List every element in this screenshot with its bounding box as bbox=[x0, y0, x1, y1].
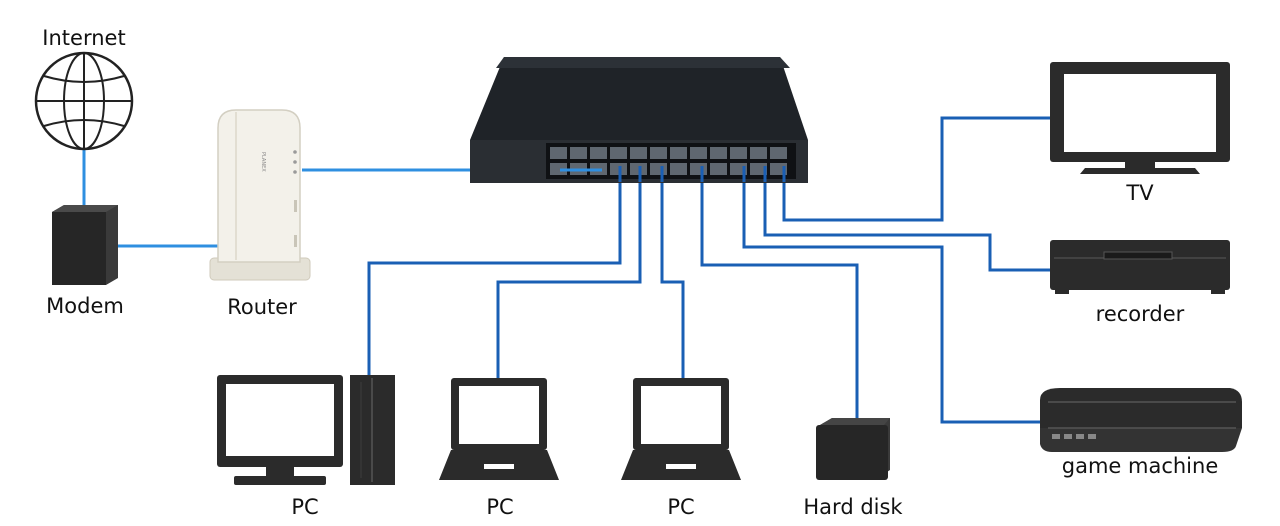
modem-icon bbox=[52, 205, 118, 285]
recorder-label: recorder bbox=[1096, 302, 1185, 326]
switch-ports bbox=[550, 147, 787, 175]
modem-label: Modem bbox=[46, 294, 124, 318]
pc3-label: PC bbox=[667, 495, 694, 519]
laptop-icon bbox=[439, 378, 559, 480]
game-console-icon bbox=[1040, 388, 1242, 452]
pc1-label: PC bbox=[291, 495, 318, 519]
cable-switch-game bbox=[742, 172, 1040, 424]
harddisk-label: Hard disk bbox=[803, 495, 903, 519]
switch-plugs bbox=[560, 166, 786, 182]
globe-icon bbox=[34, 51, 134, 151]
tv-icon bbox=[1050, 62, 1230, 174]
cable-switch-harddisk bbox=[700, 172, 859, 420]
svg-text:PLANEX: PLANEX bbox=[260, 152, 266, 172]
cable-switch-recorder bbox=[763, 172, 1050, 272]
cable-switch-pc2 bbox=[496, 172, 642, 380]
router-label: Router bbox=[227, 295, 297, 319]
cable-switch-pc1 bbox=[367, 172, 622, 378]
cables bbox=[82, 116, 1052, 424]
cable-switch-pc3 bbox=[660, 172, 685, 380]
internet-label: Internet bbox=[42, 26, 125, 50]
tv-label: TV bbox=[1125, 181, 1154, 205]
switch-hub-icon bbox=[470, 57, 808, 183]
game-machine-label: game machine bbox=[1062, 454, 1219, 478]
desktop-pc-icon bbox=[217, 375, 395, 485]
hard-disk-icon bbox=[816, 418, 890, 480]
laptop-icon bbox=[621, 378, 741, 480]
pc2-label: PC bbox=[486, 495, 513, 519]
recorder-icon bbox=[1050, 240, 1230, 294]
cable-switch-tv bbox=[782, 116, 1052, 222]
router-icon: PLANEX bbox=[209, 109, 311, 281]
